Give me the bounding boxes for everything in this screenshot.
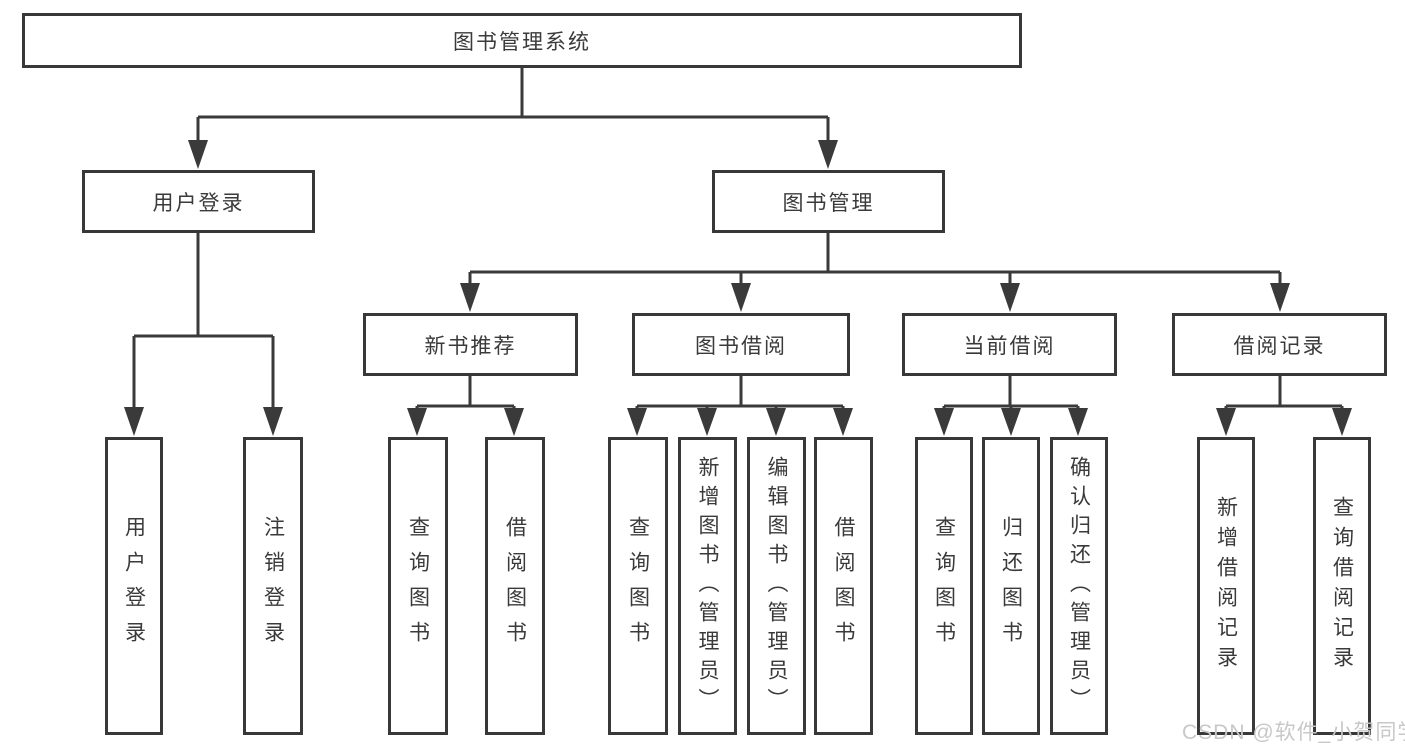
leaf-logout: 注销登录 <box>243 437 303 735</box>
leaf-add-book-admin: 新增图书（管理员） <box>678 437 737 735</box>
leaf-borrow-books-recommend-label: 借阅图书 <box>503 516 527 656</box>
leaf-edit-book-admin-label: 编辑图书（管理员） <box>765 455 789 717</box>
leaf-query-books-recommend-label: 查询图书 <box>406 516 430 656</box>
edge-user-login-children <box>124 233 283 436</box>
leaf-return-books: 归还图书 <box>982 437 1040 735</box>
node-library-system: 图书管理系统 <box>22 13 1022 68</box>
csdn-watermark: CSDN @软件_小贺同学 <box>1182 721 1405 744</box>
leaf-query-books-current-label: 查询图书 <box>932 516 956 656</box>
node-borrowing-records: 借阅记录 <box>1172 313 1387 376</box>
edge-new-book-recommend-children <box>407 376 524 436</box>
edge-book-management-children <box>460 233 1290 312</box>
leaf-confirm-return-admin: 确认归还（管理员） <box>1050 437 1108 735</box>
leaf-query-books-recommend: 查询图书 <box>388 437 448 735</box>
leaf-query-books-borrowing-label: 查询图书 <box>626 516 650 656</box>
leaf-borrow-books-recommend: 借阅图书 <box>485 437 545 735</box>
edge-book-borrowing-children <box>627 376 853 436</box>
node-book-management: 图书管理 <box>712 170 945 233</box>
leaf-add-borrow-record-label: 新增借阅记录 <box>1214 496 1238 676</box>
leaf-user-login: 用户登录 <box>105 437 163 735</box>
leaf-query-books-current: 查询图书 <box>915 437 973 735</box>
leaf-confirm-return-admin-label: 确认归还（管理员） <box>1067 455 1091 717</box>
leaf-query-borrow-record: 查询借阅记录 <box>1313 437 1371 735</box>
leaf-query-borrow-record-label: 查询借阅记录 <box>1330 496 1354 676</box>
node-user-login: 用户登录 <box>82 170 315 233</box>
leaf-borrow-books-borrowing: 借阅图书 <box>814 437 873 735</box>
node-book-borrowing: 图书借阅 <box>632 313 850 376</box>
leaf-user-login-label: 用户登录 <box>122 516 146 656</box>
edge-current-borrowing-children <box>934 376 1088 436</box>
node-current-borrowing: 当前借阅 <box>902 313 1117 376</box>
edge-root-to-level2 <box>188 68 838 169</box>
leaf-add-book-admin-label: 新增图书（管理员） <box>696 455 720 717</box>
edge-borrowing-records-children <box>1216 376 1352 436</box>
leaf-return-books-label: 归还图书 <box>999 516 1023 656</box>
leaf-query-books-borrowing: 查询图书 <box>608 437 668 735</box>
leaf-add-borrow-record: 新增借阅记录 <box>1197 437 1255 735</box>
leaf-borrow-books-borrowing-label: 借阅图书 <box>832 516 856 656</box>
leaf-edit-book-admin: 编辑图书（管理员） <box>747 437 806 735</box>
node-new-book-recommend: 新书推荐 <box>363 313 578 376</box>
leaf-logout-label: 注销登录 <box>261 516 285 656</box>
